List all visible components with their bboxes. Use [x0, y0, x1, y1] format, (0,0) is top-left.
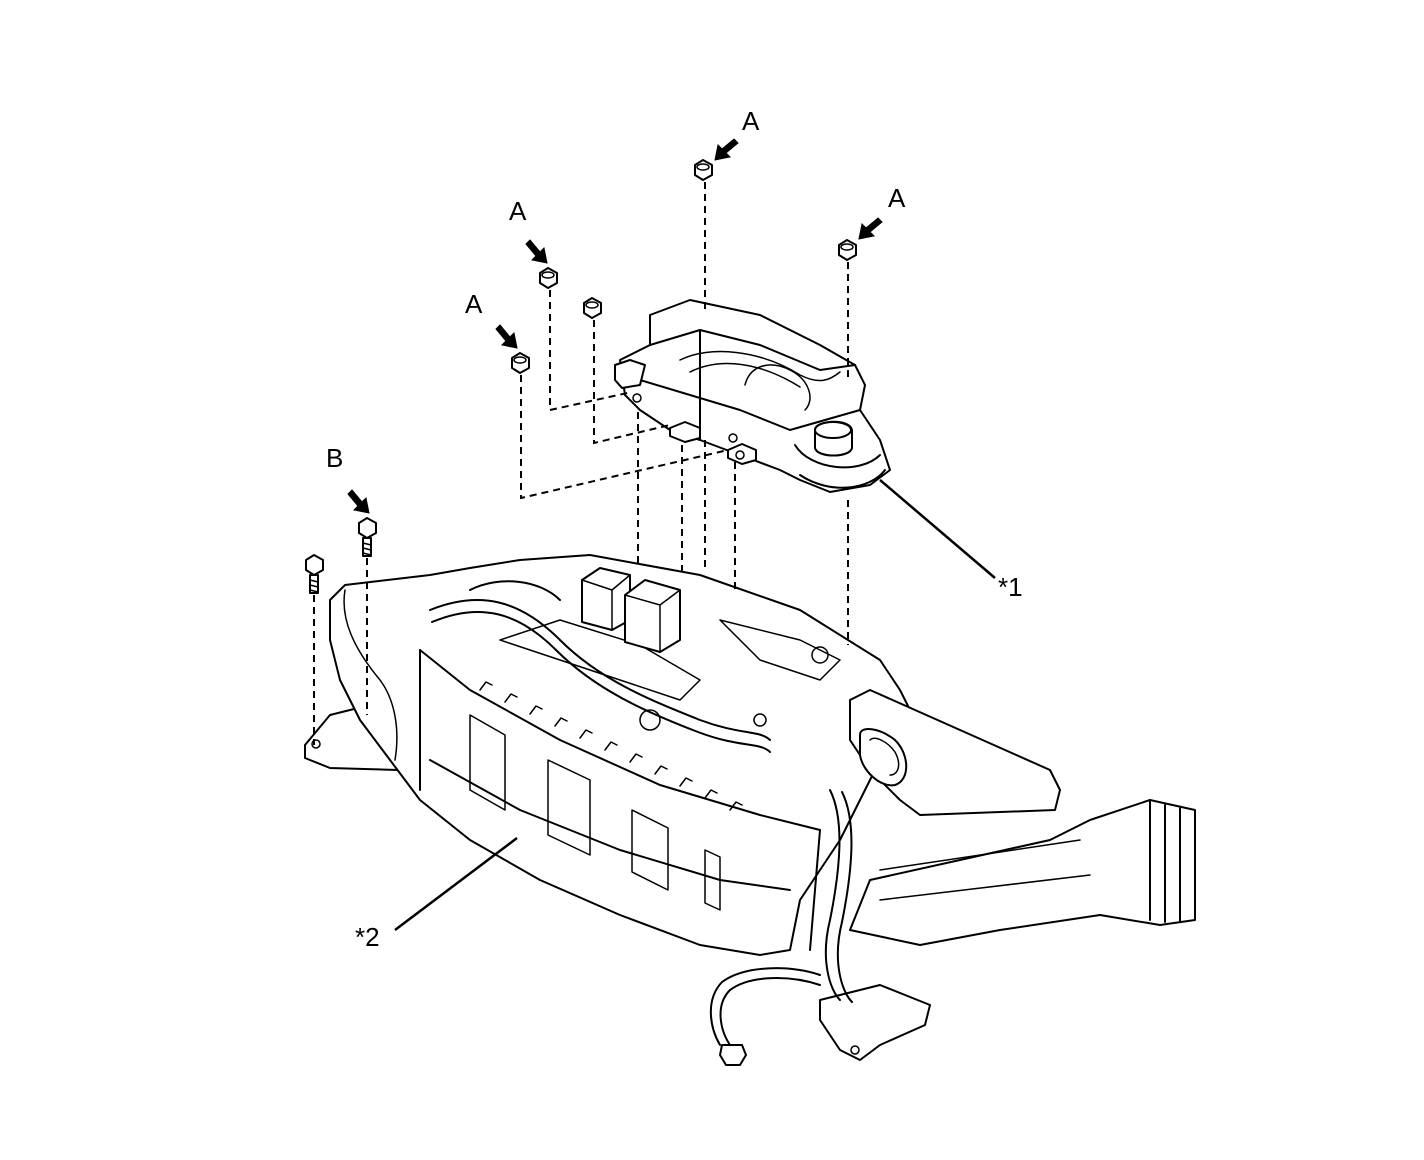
label-nut-a-lower-left: A [465, 289, 483, 319]
indicator-arrow-icon [347, 138, 883, 514]
leader-line-part-1 [879, 479, 996, 579]
nut-a-lower-left [511, 352, 530, 374]
label-nut-a-right: A [888, 183, 906, 213]
label-part-2: *2 [355, 922, 380, 952]
nut-unlabeled [583, 297, 602, 319]
label-bolt-b: B [326, 443, 343, 473]
bolt-unlabeled [305, 554, 324, 594]
bolt-b [358, 517, 377, 557]
label-part-1: *1 [998, 572, 1023, 602]
leader-line-part-2 [394, 837, 518, 931]
nut-a-right [838, 239, 857, 261]
nut-a-upper-left [539, 267, 558, 289]
label-nut-a-top: A [742, 106, 760, 136]
nut-a-top [694, 159, 713, 181]
battery-assembly [304, 554, 1196, 1066]
alignment-lines [313, 182, 849, 745]
junction-block-assembly [614, 299, 891, 493]
label-nut-a-upper-left: A [509, 196, 527, 226]
